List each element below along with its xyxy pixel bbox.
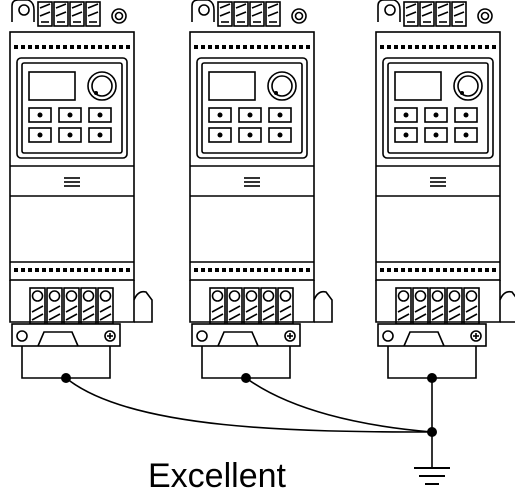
vent-slots-top	[380, 45, 496, 49]
drive-body	[375, 31, 501, 281]
keypad-button	[208, 127, 232, 143]
plate-screw-icon	[104, 330, 116, 342]
lower-housing	[375, 280, 501, 323]
keypad-button	[394, 107, 418, 123]
keypad-button	[454, 107, 478, 123]
plate-screw-icon	[284, 330, 296, 342]
bottom-terminal-block	[395, 287, 480, 325]
terminal-screw	[451, 1, 467, 27]
top-terminal-block	[217, 1, 281, 27]
keypad-button	[454, 127, 478, 143]
keypad-buttons	[208, 107, 292, 143]
ground-wire-2	[245, 377, 433, 433]
terminal-screw	[233, 1, 249, 27]
lower-housing	[9, 280, 135, 323]
keypad-button	[58, 127, 82, 143]
display-screen	[208, 71, 256, 101]
vent-slots-bottom	[194, 268, 310, 272]
bottom-terminal-block	[29, 287, 114, 325]
screw-icon	[477, 8, 493, 24]
junction-dot-icon	[241, 373, 251, 383]
terminal-screw	[85, 1, 101, 27]
top-terminal-block	[37, 1, 101, 27]
keypad-button	[28, 107, 52, 123]
top-mount-ear	[377, 0, 401, 22]
dial-knob-icon	[267, 71, 297, 101]
terminal-screw	[249, 1, 265, 27]
keypad-button	[88, 127, 112, 143]
drive-3	[375, 0, 515, 379]
bottom-terminal-block	[209, 287, 294, 325]
keypad-button	[394, 127, 418, 143]
keypad-panel	[382, 57, 494, 159]
ground-plate	[377, 323, 487, 347]
dial-knob-icon	[453, 71, 483, 101]
keypad-panel	[16, 57, 128, 159]
lower-housing	[189, 280, 315, 323]
terminal-screw	[419, 1, 435, 27]
bottom-mount-ear	[133, 290, 153, 323]
keypad-button	[88, 107, 112, 123]
bottom-mount-ear	[313, 290, 333, 323]
keypad-button	[238, 107, 262, 123]
mount-hole-icon	[18, 4, 30, 16]
plate-screw-icon	[196, 330, 208, 342]
plate-screw-icon	[16, 330, 28, 342]
drive-2	[189, 0, 333, 379]
drive-1	[9, 0, 153, 379]
terminal-screw	[69, 1, 85, 27]
vent-slots-top	[14, 45, 130, 49]
drive-body	[9, 31, 135, 281]
screw-icon	[111, 8, 127, 24]
terminal-screw	[435, 1, 451, 27]
top-terminal-block	[403, 1, 467, 27]
keypad-buttons	[394, 107, 478, 143]
dial-knob-icon	[87, 71, 117, 101]
vent-slots-top	[194, 45, 310, 49]
display-screen	[394, 71, 442, 101]
keypad-button	[268, 127, 292, 143]
drive-body	[189, 31, 315, 281]
keypad-panel	[196, 57, 308, 159]
ground-wire-1	[65, 377, 433, 433]
vent-slots-bottom	[380, 268, 496, 272]
keypad-button	[238, 127, 262, 143]
vent-slots-bottom	[14, 268, 130, 272]
top-mount-ear	[11, 0, 35, 22]
keypad-button	[424, 127, 448, 143]
keypad-button	[424, 107, 448, 123]
terminal-screw	[403, 1, 419, 27]
top-mount-ear	[191, 0, 215, 22]
bottom-mount-ear	[499, 290, 515, 323]
terminal-screw	[265, 1, 281, 27]
mount-hole-icon	[384, 4, 396, 16]
terminal-screw	[53, 1, 69, 27]
keypad-button	[58, 107, 82, 123]
plate-screw-icon	[382, 330, 394, 342]
junction-dot-icon	[427, 373, 437, 383]
drives-layer	[9, 0, 515, 379]
ground-plate	[11, 323, 121, 347]
plate-screw-icon	[470, 330, 482, 342]
keypad-button	[268, 107, 292, 123]
mount-hole-icon	[198, 4, 210, 16]
ground-plate	[191, 323, 301, 347]
display-screen	[28, 71, 76, 101]
junction-dot-icon	[427, 427, 437, 437]
keypad-buttons	[28, 107, 112, 143]
caption-label: Excellent	[148, 457, 286, 495]
screw-icon	[291, 8, 307, 24]
junction-dot-icon	[61, 373, 71, 383]
ground-wiring	[61, 373, 450, 485]
keypad-button	[208, 107, 232, 123]
terminal-screw	[217, 1, 233, 27]
keypad-button	[28, 127, 52, 143]
terminal-screw	[37, 1, 53, 27]
ground-icon	[414, 467, 450, 485]
